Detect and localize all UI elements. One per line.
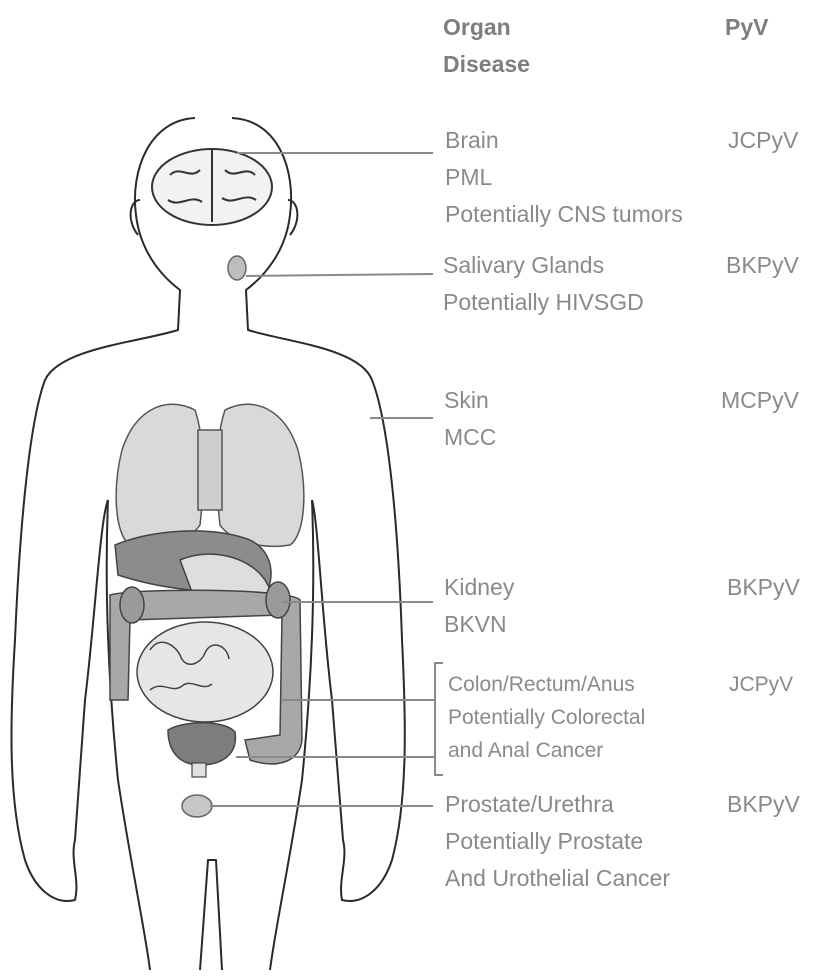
pyv-kidney: BKPyV [727,569,800,606]
disease-hivsgd: Potentially HIVSGD [443,284,644,321]
bladder-icon [168,723,235,765]
header-pyv: PyV [725,9,768,46]
organ-colon: Colon/Rectum/Anus [448,668,635,701]
organ-kidney: Kidney [444,569,514,606]
disease-cns: Potentially CNS tumors [445,196,683,233]
disease-urothelial: And Urothelial Cancer [445,860,670,897]
brain-icon [152,149,272,225]
pyv-colon: JCPyV [729,668,793,701]
header-disease: Disease [443,46,530,83]
lungs-icon [116,404,304,546]
pyv-prostate: BKPyV [727,786,800,823]
organ-salivary: Salivary Glands [443,247,604,284]
header-organ: Organ [443,9,511,46]
organ-prostate: Prostate/Urethra [445,786,614,823]
disease-bkvn: BKVN [444,606,507,643]
pyv-salivary: BKPyV [726,247,799,284]
disease-prostate: Potentially Prostate [445,823,643,860]
disease-colorectal: Potentially Colorectal [448,701,645,734]
disease-anal: and Anal Cancer [448,734,603,767]
organ-brain: Brain [445,122,499,159]
pyv-brain: JCPyV [728,122,798,159]
pyv-skin: MCPyV [721,382,799,419]
organ-skin: Skin [444,382,489,419]
disease-mcc: MCC [444,419,496,456]
prostate-icon [182,795,212,817]
salivary-gland-icon [228,256,246,280]
disease-pml: PML [445,159,492,196]
